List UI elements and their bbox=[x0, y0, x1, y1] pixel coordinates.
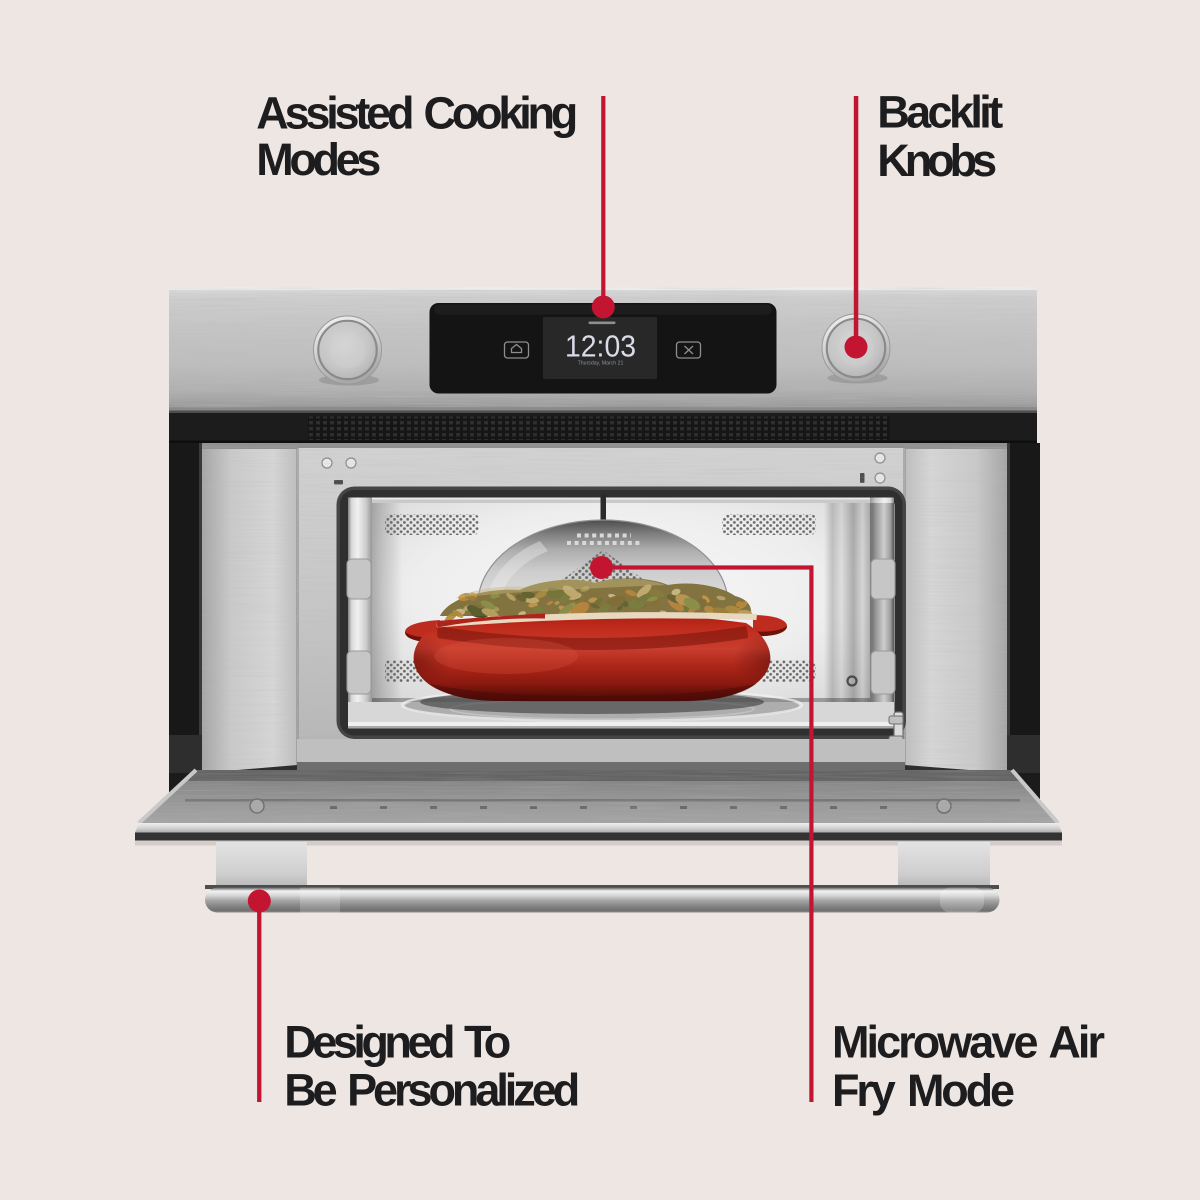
svg-text:Microwave Air: Microwave Air bbox=[832, 1017, 1105, 1068]
svg-text:Backlit: Backlit bbox=[877, 87, 1003, 138]
svg-text:Be Personalized: Be Personalized bbox=[284, 1065, 580, 1116]
svg-text:12:03: 12:03 bbox=[565, 329, 636, 364]
svg-text:Designed To: Designed To bbox=[284, 1017, 511, 1068]
svg-text:Assisted Cooking: Assisted Cooking bbox=[256, 88, 578, 139]
svg-text:Modes: Modes bbox=[256, 134, 381, 185]
svg-text:Fry Mode: Fry Mode bbox=[832, 1065, 1015, 1116]
svg-text:Thursday, March 21: Thursday, March 21 bbox=[578, 361, 624, 367]
svg-text:Knobs: Knobs bbox=[877, 135, 997, 186]
